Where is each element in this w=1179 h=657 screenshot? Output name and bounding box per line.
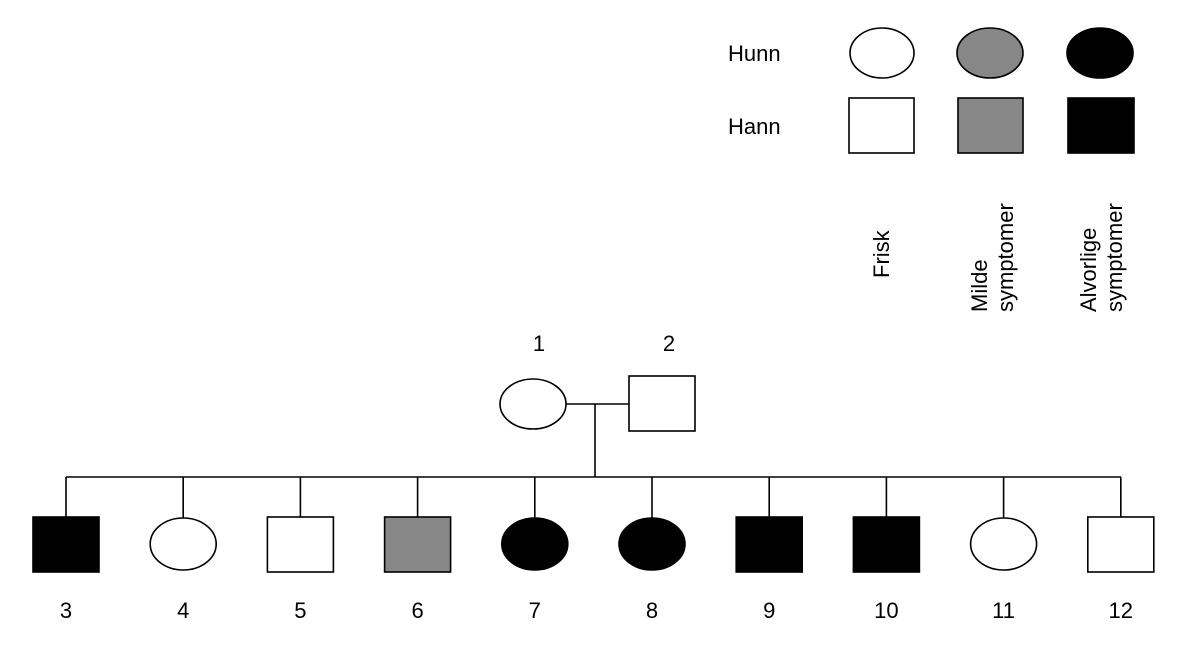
legend-female-severe-symbol	[1066, 27, 1134, 79]
legend: Hunn Hann Frisk Milde symptomer Alvorlig…	[728, 27, 1135, 312]
child-12-male-symbol	[1087, 516, 1155, 573]
child-11-female-symbol	[969, 517, 1038, 571]
child-label-12: 12	[1109, 598, 1133, 623]
child-label-4: 4	[177, 598, 189, 623]
child-label-5: 5	[294, 598, 306, 623]
child-label-10: 10	[874, 598, 898, 623]
parent-2-male-symbol	[628, 375, 696, 432]
parent-label-1: 1	[533, 331, 545, 356]
legend-female-mild-symbol	[956, 27, 1024, 79]
legend-col-severe: Alvorlige symptomer	[1076, 203, 1127, 312]
child-7-female-symbol	[500, 517, 569, 571]
child-5-male-symbol	[266, 516, 335, 573]
child-label-9: 9	[763, 598, 775, 623]
legend-male-healthy-symbol	[848, 97, 915, 154]
pedigree-lines	[65, 403, 1122, 519]
child-6-male-symbol	[383, 516, 452, 573]
parent-label-2: 2	[663, 331, 675, 356]
legend-col-mild: Milde symptomer	[967, 203, 1018, 312]
legend-male-mild-symbol	[957, 97, 1024, 154]
parent-1-female-symbol	[499, 378, 567, 430]
child-9-male-symbol	[735, 516, 804, 573]
child-label-11: 11	[992, 598, 1015, 623]
child-label-6: 6	[411, 598, 423, 623]
child-label-3: 3	[60, 598, 72, 623]
legend-male-severe-symbol	[1067, 97, 1135, 154]
child-4-female-symbol	[149, 517, 217, 571]
child-3-male-symbol	[32, 516, 100, 573]
legend-col-healthy: Frisk	[869, 229, 894, 278]
children: 3 4 5 6 7 8 9 10 11 12	[32, 516, 1155, 623]
child-10-male-symbol	[852, 516, 921, 573]
child-label-8: 8	[646, 598, 658, 623]
child-label-7: 7	[529, 598, 541, 623]
child-drop-lines	[65, 477, 1122, 519]
parents: 1 2	[499, 331, 696, 432]
child-8-female-symbol	[618, 517, 686, 571]
legend-label-male: Hann	[728, 114, 781, 139]
legend-label-female: Hunn	[728, 41, 781, 66]
legend-female-healthy-symbol	[849, 27, 915, 79]
